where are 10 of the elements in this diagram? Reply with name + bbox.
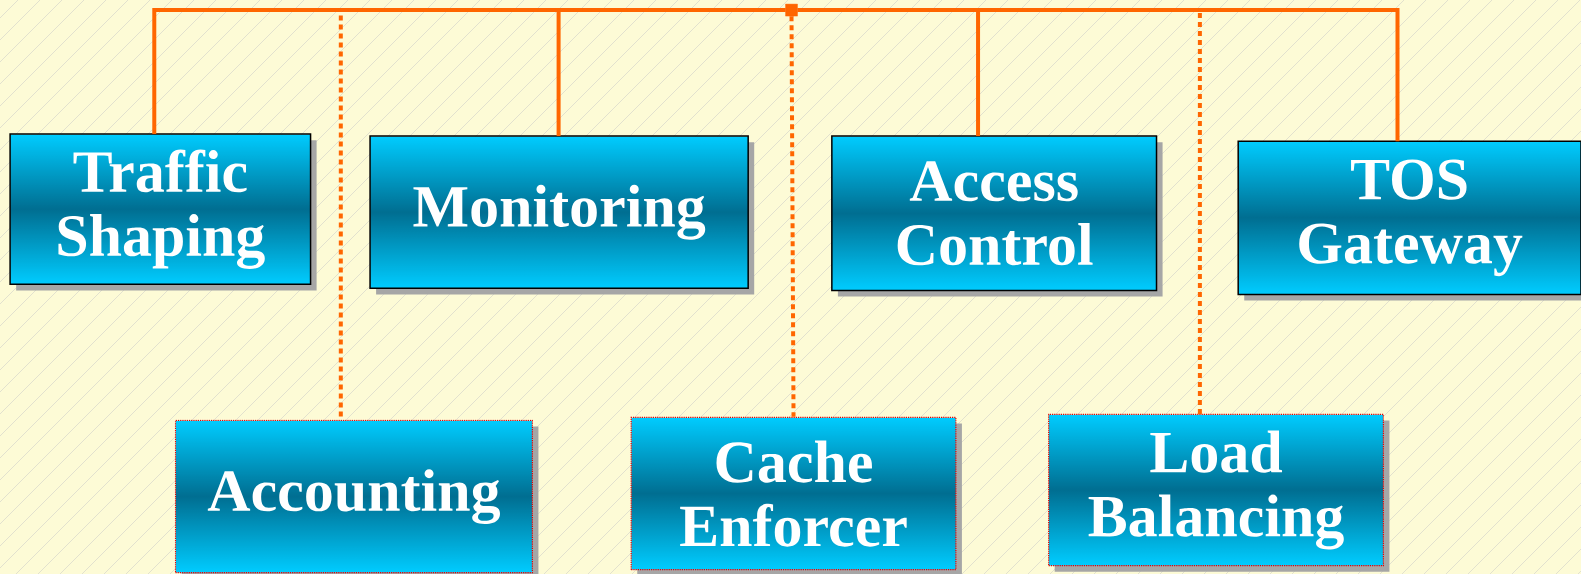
connector-line <box>797 8 1202 415</box>
process-box: Access Control <box>831 135 1163 297</box>
junction-square <box>785 3 798 17</box>
process-box: Cache Enforcer <box>630 416 962 574</box>
process-box: Monitoring <box>369 135 755 295</box>
process-box: TOS Gateway <box>1237 140 1581 301</box>
process-box: Traffic Shaping <box>9 133 317 291</box>
connector-line <box>789 16 796 417</box>
process-box: Accounting <box>174 419 539 574</box>
process-box: Load Balancing <box>1048 413 1390 572</box>
